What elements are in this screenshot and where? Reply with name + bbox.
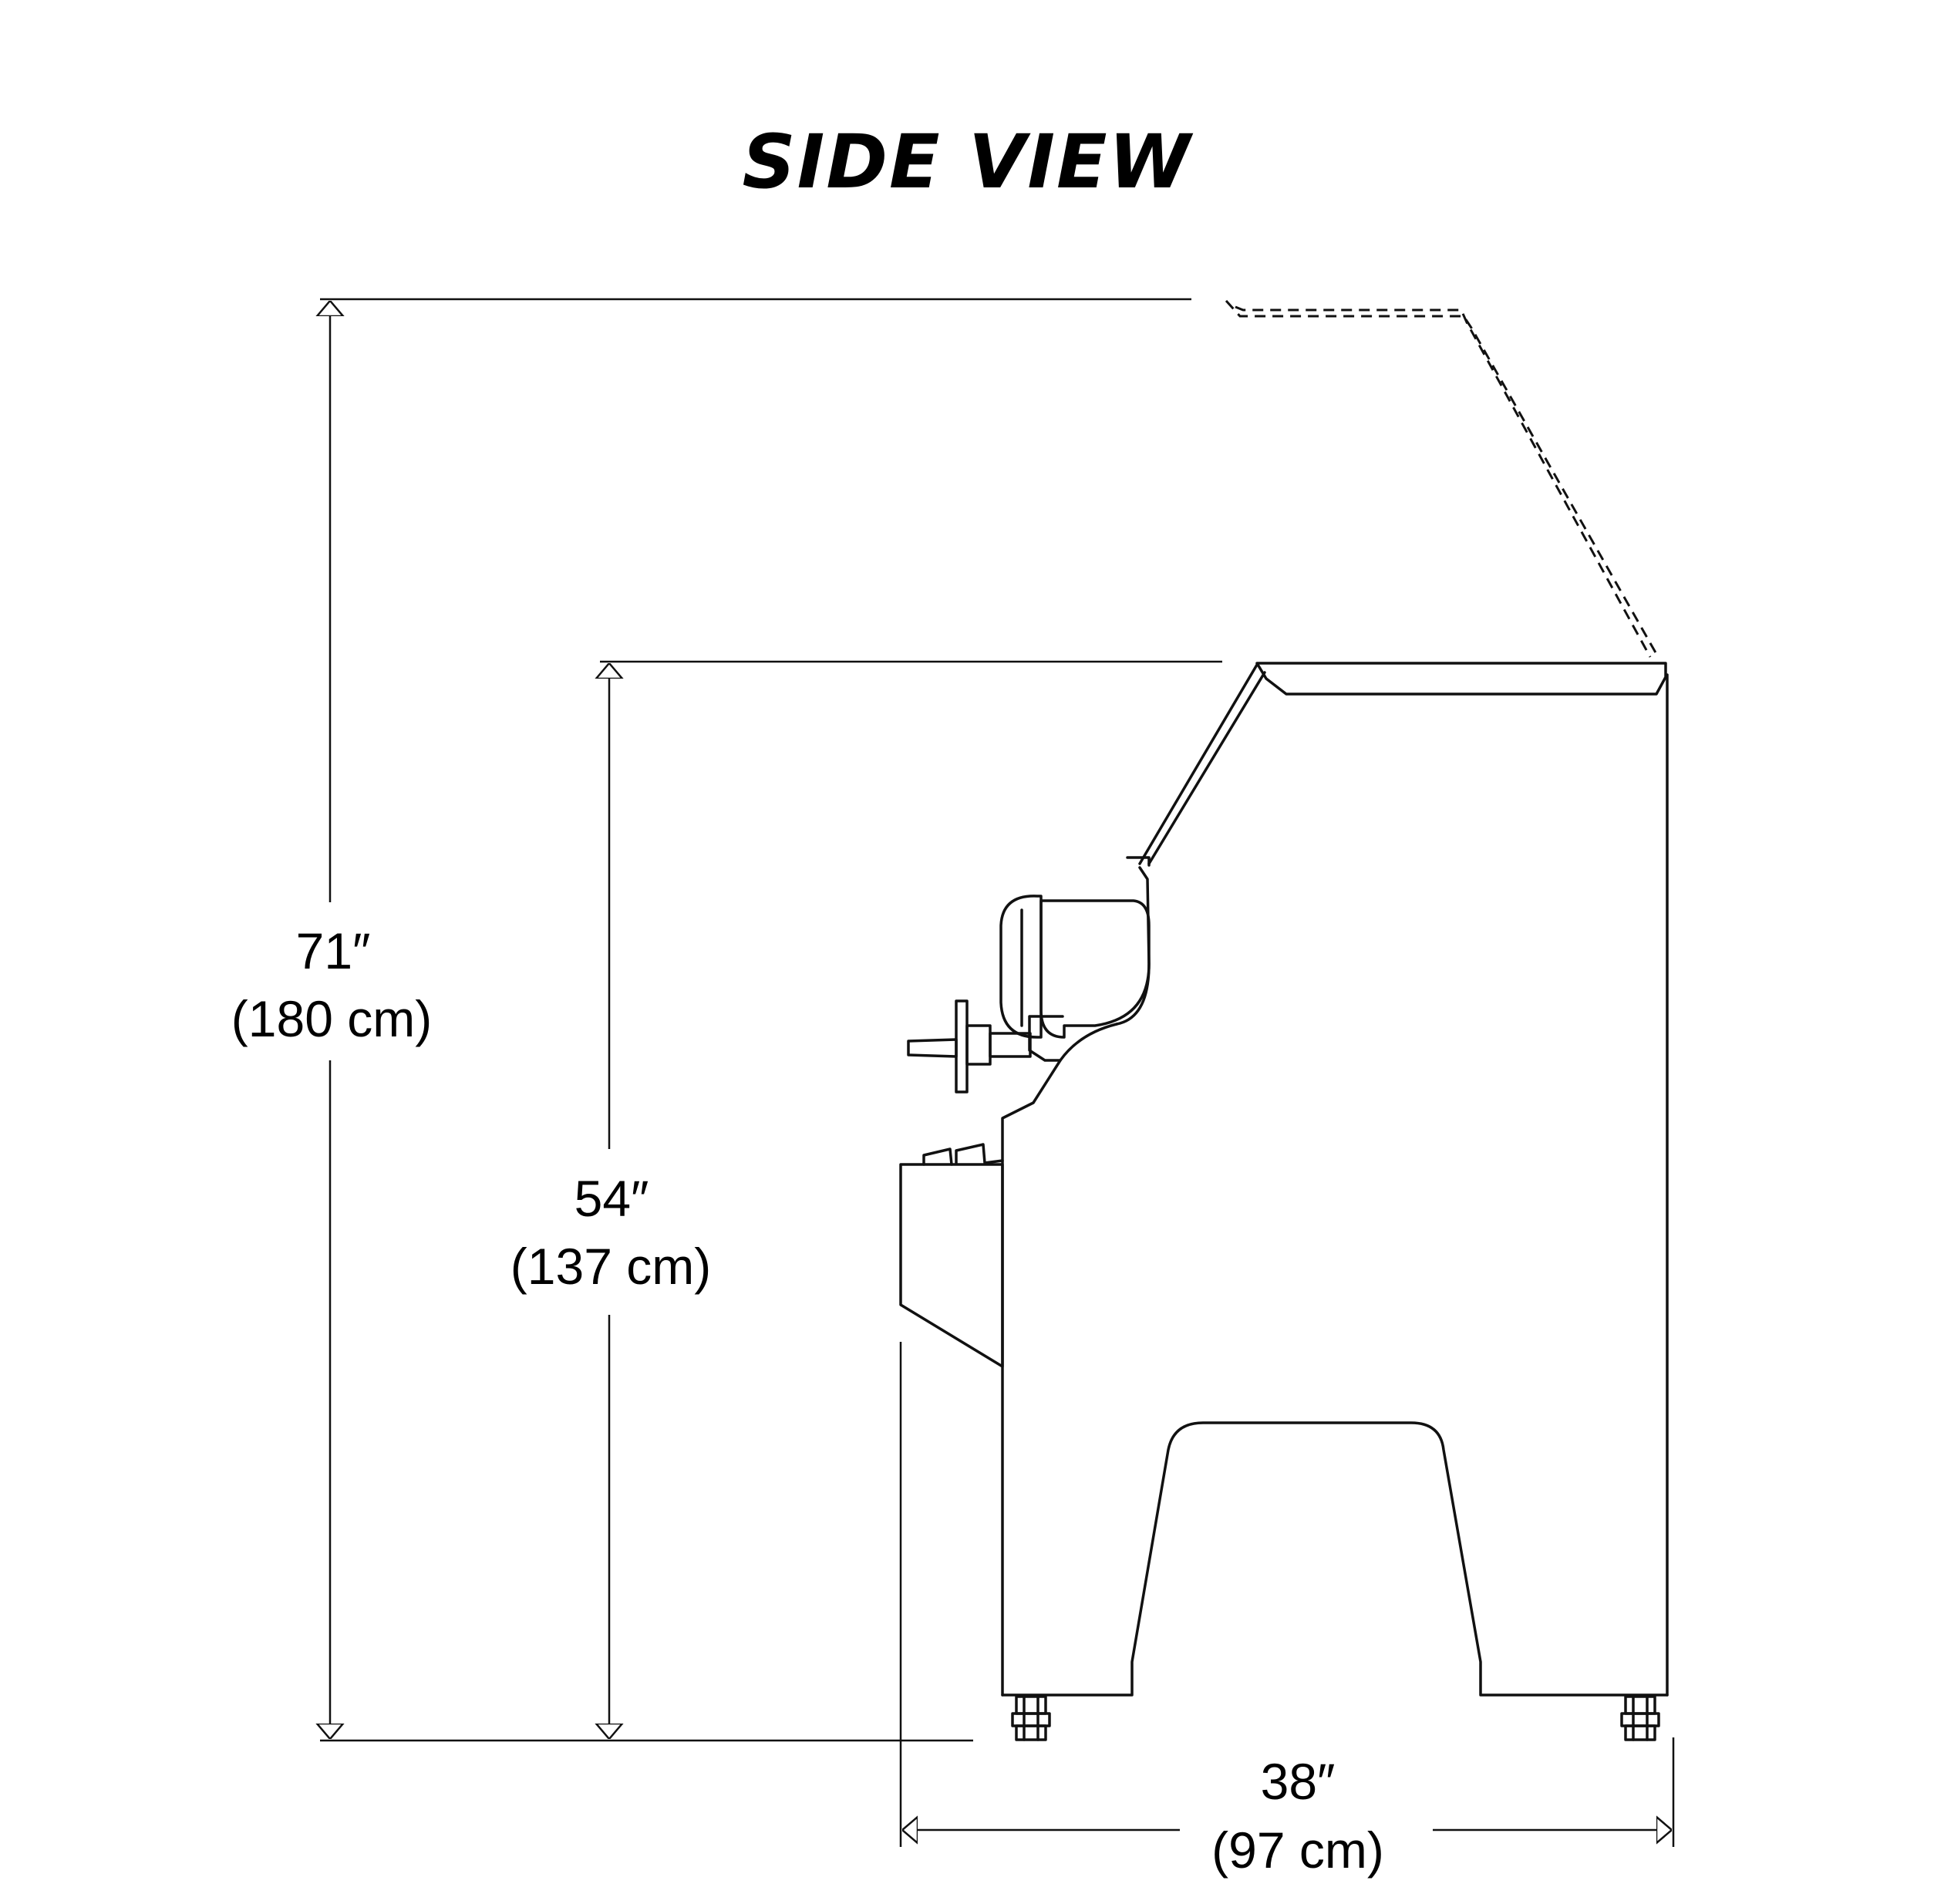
counter-height-imperial: 54″ (574, 1170, 649, 1227)
output-shaft (989, 1032, 1032, 1058)
leveling-foot-front (1011, 1695, 1051, 1741)
front-upper-wall (1115, 866, 1151, 1026)
depth-dimension: 38″ (97 cm) (899, 1342, 1675, 1879)
panel-lip (1126, 856, 1151, 867)
depth-imperial: 38″ (1261, 1753, 1336, 1810)
motor-housing (999, 895, 1043, 1039)
open-lid-outline (1225, 299, 1658, 655)
depth-metric: (97 cm) (1211, 1821, 1384, 1879)
sloped-front-panel (1138, 663, 1266, 865)
counter-height-metric: (137 cm) (510, 1238, 711, 1295)
tray-body (899, 1163, 1004, 1368)
overall-height-imperial: 71″ (296, 922, 371, 979)
output-plate (955, 999, 969, 1094)
front-wall (1001, 1059, 1062, 1697)
tray-clips (922, 1143, 1004, 1166)
drawing-title: SIDE VIEW (742, 119, 1193, 205)
overall-height-dimension: 71″ (180 cm) (231, 298, 1191, 1742)
front-tray (899, 1143, 1004, 1368)
output-collar (965, 1024, 992, 1066)
motor-body (1039, 899, 1151, 1039)
overall-height-metric: (180 cm) (231, 990, 432, 1047)
base-cutout (1001, 1421, 1669, 1697)
output-handle (907, 1038, 958, 1058)
grinder-neck (1028, 1015, 1118, 1062)
counter-height-dimension: 54″ (137 cm) (510, 660, 1222, 1739)
leveling-foot-rear (1620, 1695, 1660, 1741)
cabinet (1001, 662, 1669, 1697)
grinder-head (907, 895, 1151, 1094)
closed-lid (1255, 662, 1667, 696)
open-lid-inner-outline (1235, 305, 1652, 658)
